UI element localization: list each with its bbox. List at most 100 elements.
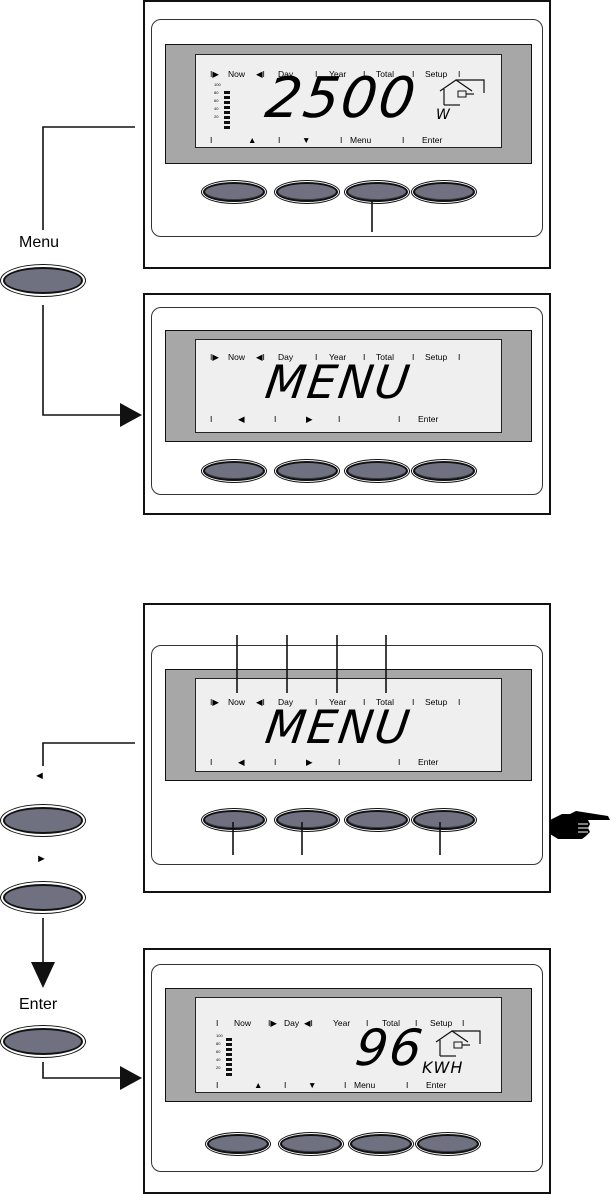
lcd-mark-5: I	[415, 1018, 418, 1028]
softkey-enter[interactable]	[413, 810, 475, 830]
house-grid-icon	[439, 79, 485, 106]
lcd-screen: I▶ Now ◀I Day I Year I Total I Setup I M…	[195, 339, 502, 433]
bar-scale-20: 20	[216, 1065, 221, 1070]
lcd-mark-1: I▶	[210, 69, 219, 79]
right-arrow-icon: ▶	[306, 757, 313, 767]
softkey-2[interactable]	[280, 1134, 342, 1154]
softkey-3[interactable]	[346, 810, 408, 830]
lcd-mark-8: I	[274, 414, 277, 424]
left-arrow-icon: ◀	[238, 757, 245, 767]
lcd-mark-10: I	[402, 135, 405, 145]
lcd-mark-7: I	[210, 135, 213, 145]
softkey-1[interactable]	[207, 1134, 269, 1154]
inverter-panel-3: I▶ Now ◀I Day I Year I Total I Setup I M…	[143, 603, 551, 893]
mode-label-year: Year	[329, 69, 347, 79]
lcd-mark-8: I	[284, 1080, 287, 1090]
left-arrow-button[interactable]	[3, 807, 83, 834]
mode-label-total: Total	[376, 352, 394, 362]
lcd-mark-4: I	[366, 1018, 369, 1028]
bar-scale-100: 100	[214, 82, 221, 87]
energy-unit: KWH	[422, 1058, 464, 1077]
lcd-mark-6: I	[458, 697, 461, 707]
mode-label-day: Day	[284, 1018, 300, 1028]
softkey-label-enter: Enter	[426, 1080, 447, 1090]
lcd-screen: I▶ Now ◀I Day I Year I Total I Setup I M…	[195, 678, 502, 772]
lcd-mark-5: I	[412, 697, 415, 707]
lcd-mark-10: I	[406, 1080, 409, 1090]
lcd-mark-4: I	[363, 352, 366, 362]
lcd-mark-4: I	[363, 69, 366, 79]
bar-scale-100: 100	[216, 1033, 223, 1038]
right-arrow-button[interactable]	[3, 884, 83, 911]
step-label-enter: Enter	[19, 996, 58, 1013]
softkey-label-enter: Enter	[418, 414, 439, 424]
softkey-2[interactable]	[276, 461, 338, 481]
mode-label-total: Total	[376, 697, 394, 707]
lcd-mark-2: ◀I	[256, 69, 265, 79]
mode-label-year: Year	[333, 1018, 351, 1028]
power-bar-graph: 100 80 60 40 20	[214, 83, 234, 133]
lcd-mark-8: I	[274, 757, 277, 767]
lcd-mark-9: I	[344, 1080, 347, 1090]
lcd-mark-5: I	[412, 352, 415, 362]
lcd-mark-4: I	[363, 697, 366, 707]
mode-label-year: Year	[329, 697, 347, 707]
pointing-hand-icon	[550, 811, 610, 839]
lcd-mark-6: I	[458, 352, 461, 362]
left-arrow-icon: ◀	[238, 414, 245, 424]
lcd-mark-9: I	[338, 757, 341, 767]
softkey-label-enter: Enter	[418, 757, 439, 767]
mode-label-day: Day	[278, 352, 294, 362]
softkey-3[interactable]	[350, 1134, 412, 1154]
lcd-mark-7: I	[216, 1080, 219, 1090]
power-unit: W	[436, 107, 450, 123]
bar-scale-60: 60	[216, 1049, 221, 1054]
lcd-mark-6: I	[458, 69, 461, 79]
lcd-screen: I▶ Now ◀I Day I Year I Total I Setup I 1…	[195, 54, 502, 148]
bar-scale-40: 40	[214, 106, 219, 111]
lcd-mark-7: I	[210, 757, 213, 767]
softkey-1[interactable]	[203, 182, 265, 202]
step-label-left-arrow: ◄	[34, 770, 45, 782]
menu-button[interactable]	[3, 267, 83, 294]
up-arrow-icon: ▲	[248, 135, 257, 145]
bar-scale-80: 80	[214, 90, 219, 95]
lcd-mark-7: I	[210, 414, 213, 424]
lcd-mark-10: I	[398, 414, 401, 424]
energy-bar-graph: 100 80 60 40 20	[216, 1034, 236, 1082]
lcd-mark-2: ◀I	[256, 697, 265, 707]
lcd-mark-2: ◀I	[256, 352, 265, 362]
softkey-label-menu: Menu	[350, 135, 372, 145]
lcd-mark-3: ◀I	[304, 1018, 313, 1028]
softkey-4[interactable]	[417, 1134, 479, 1154]
mode-label-setup: Setup	[430, 1018, 453, 1028]
enter-button[interactable]	[3, 1028, 83, 1055]
lcd-mark-5: I	[412, 69, 415, 79]
softkey-4[interactable]	[413, 461, 475, 481]
softkey-4[interactable]	[413, 182, 475, 202]
lcd-mark-8: I	[278, 135, 281, 145]
lcd-mark-1: I▶	[210, 697, 219, 707]
softkey-menu[interactable]	[346, 182, 408, 202]
softkey-label-menu: Menu	[354, 1080, 376, 1090]
softkey-1[interactable]	[203, 461, 265, 481]
softkey-right[interactable]	[276, 810, 338, 830]
lcd-mark-9: I	[338, 414, 341, 424]
softkey-3[interactable]	[346, 461, 408, 481]
mode-label-now: Now	[228, 352, 246, 362]
softkey-left[interactable]	[203, 810, 265, 830]
lcd-mark-6: I	[462, 1018, 465, 1028]
mode-label-setup: Setup	[425, 697, 448, 707]
lcd-mark-2: I▶	[268, 1018, 277, 1028]
inverter-panel-1: I▶ Now ◀I Day I Year I Total I Setup I 1…	[143, 0, 551, 269]
lcd-mark-10: I	[398, 757, 401, 767]
mode-label-day: Day	[278, 697, 294, 707]
mode-label-setup: Setup	[425, 69, 448, 79]
bar-scale-40: 40	[216, 1057, 221, 1062]
bar-scale-80: 80	[216, 1041, 221, 1046]
mode-label-year: Year	[329, 352, 347, 362]
mode-label-total: Total	[376, 69, 394, 79]
lcd-mark-1: I▶	[210, 352, 219, 362]
softkey-2[interactable]	[276, 182, 338, 202]
